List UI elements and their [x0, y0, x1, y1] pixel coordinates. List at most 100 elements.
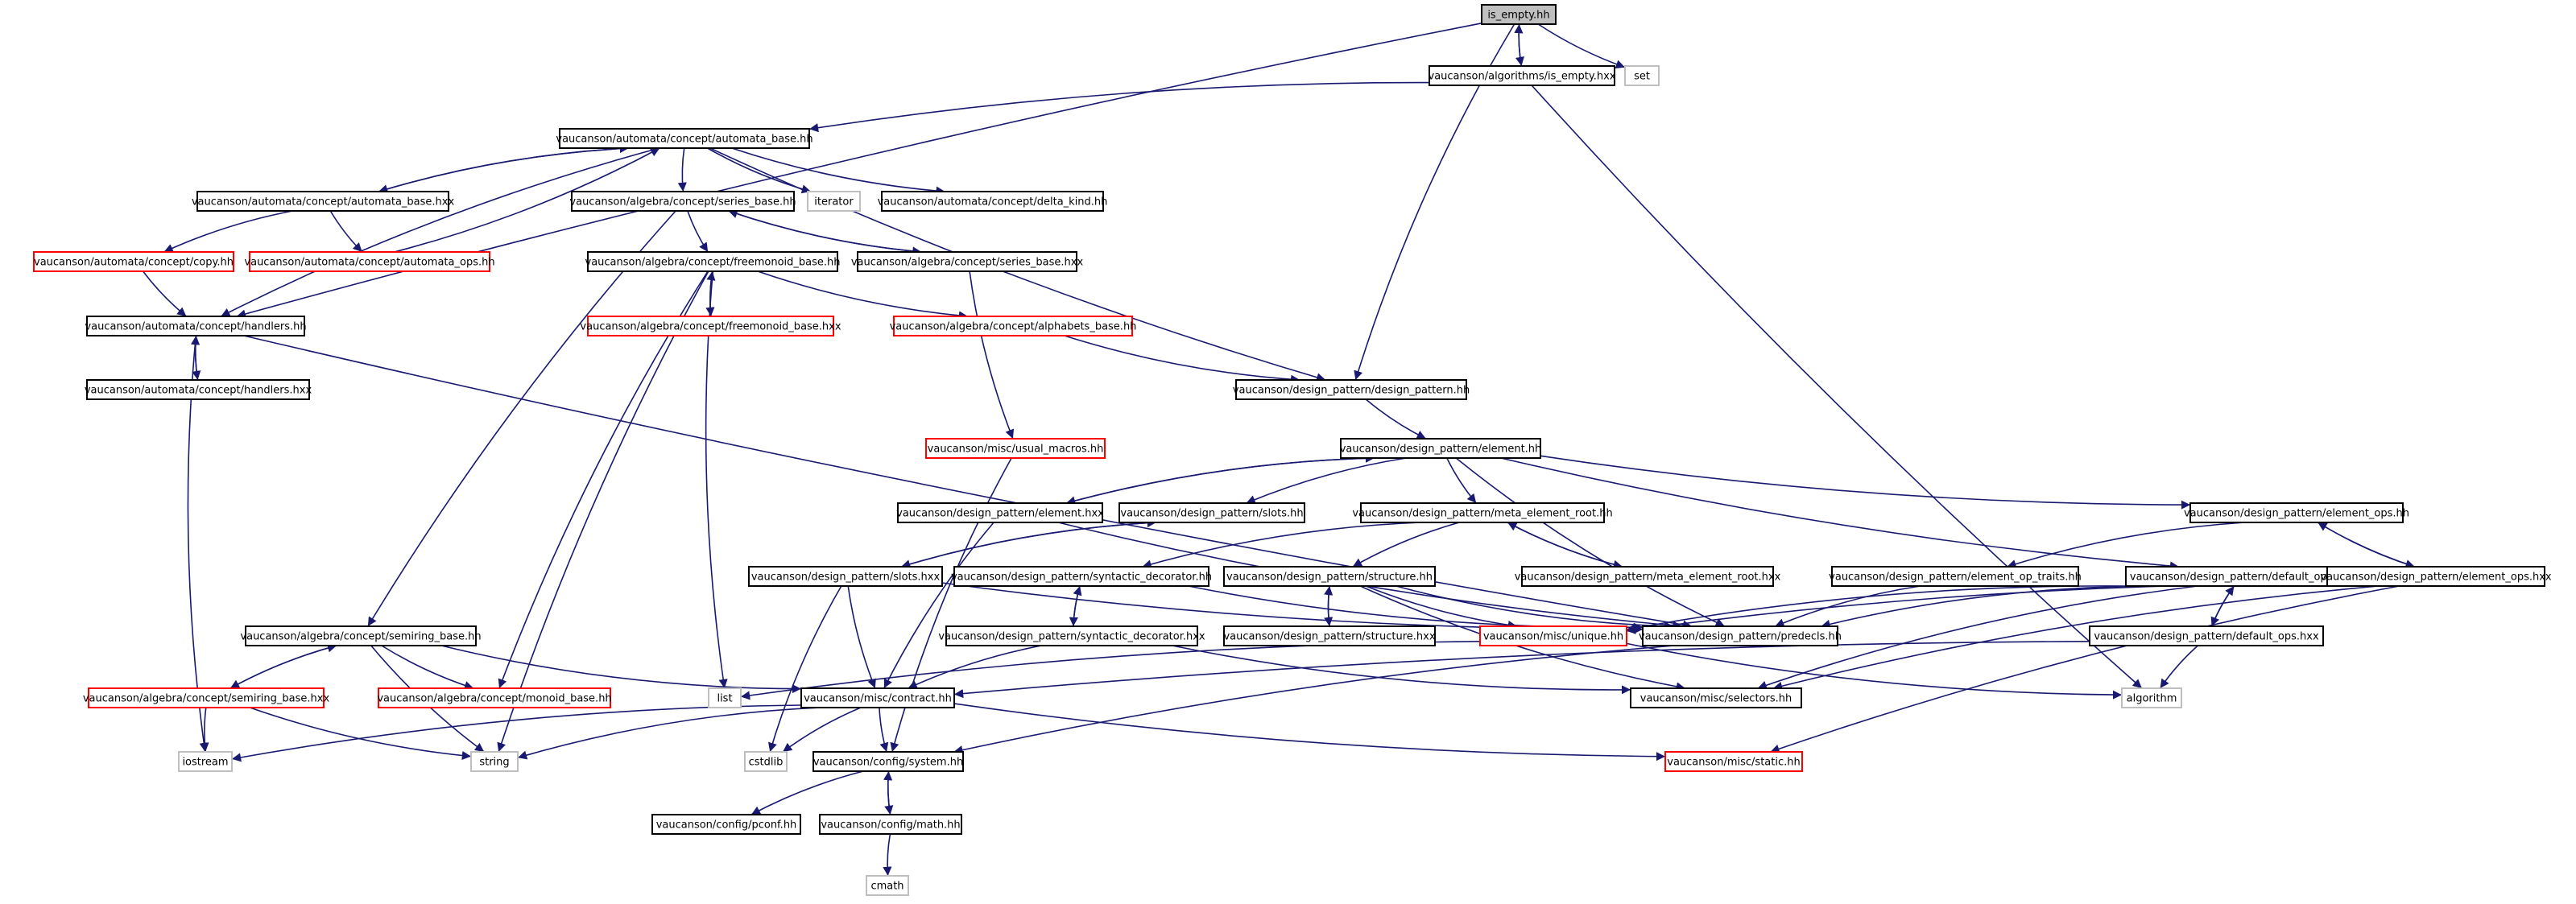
node-n30[interactable]: vaucanson/design_pattern/element_ops.hxx	[2320, 566, 2552, 587]
node-n9[interactable]: vaucanson/automata/concept/copy.hh	[33, 251, 234, 272]
edge-n24-n35	[941, 582, 1644, 634]
node-n26[interactable]: vaucanson/design_pattern/structure.hh	[1223, 566, 1436, 587]
node-label: vaucanson/design_pattern/element_ops.hh	[2184, 508, 2409, 520]
node-n35[interactable]: vaucanson/design_pattern/predecls.hh	[1639, 625, 1842, 646]
edge-n12-n18	[969, 270, 1015, 440]
node-label: vaucanson/design_pattern/element.hh	[1340, 444, 1542, 456]
node-n50: cmath	[866, 875, 909, 896]
node-box	[1223, 566, 1436, 587]
node-n45: cstdlib	[744, 751, 788, 772]
edge-n2-n4	[808, 81, 1430, 133]
nodes-layer: is_empty.hh vaucanson/algorithms/is_empty…	[33, 4, 2552, 896]
node-n34[interactable]: vaucanson/misc/unique.hh	[1479, 625, 1627, 646]
node-box	[1223, 625, 1436, 646]
node-n25[interactable]: vaucanson/design_pattern/syntactic_decor…	[951, 566, 1212, 587]
node-n20[interactable]: vaucanson/design_pattern/element.hxx	[896, 502, 1104, 523]
edge-n4-n8	[731, 147, 945, 196]
node-label: vaucanson/design_pattern/slots.hxx	[751, 572, 941, 584]
node-n28[interactable]: vaucanson/design_pattern/element_op_trai…	[1829, 566, 2082, 587]
node-label: vaucanson/automata/concept/automata_base…	[556, 134, 812, 146]
node-label: vaucanson/design_pattern/meta_element_ro…	[1515, 572, 1781, 584]
node-box	[1118, 502, 1305, 523]
node-n4[interactable]: vaucanson/automata/concept/automata_base…	[556, 128, 813, 149]
node-n15[interactable]: vaucanson/algebra/concept/alphabets_base…	[890, 316, 1137, 336]
node-label: algorithm	[2127, 693, 2177, 705]
node-n13[interactable]: vaucanson/automata/concept/handlers.hh	[85, 316, 307, 336]
node-n1[interactable]: is_empty.hh	[1481, 4, 1557, 25]
edge-n11-n44	[497, 270, 709, 753]
node-label: vaucanson/design_pattern/default_ops.hxx	[2094, 631, 2319, 643]
node-label: vaucanson/misc/usual_macros.hh	[928, 444, 1104, 456]
node-n14[interactable]: vaucanson/algebra/concept/freemonoid_bas…	[580, 316, 841, 336]
node-n36[interactable]: vaucanson/design_pattern/default_ops.hxx	[2089, 625, 2324, 646]
node-n21[interactable]: vaucanson/design_pattern/slots.hh	[1118, 502, 1305, 523]
node-n22[interactable]: vaucanson/design_pattern/meta_element_ro…	[1352, 502, 1613, 523]
node-n38[interactable]: vaucanson/algebra/concept/monoid_base.hh	[377, 687, 612, 708]
edge-n32-n41	[1172, 645, 1631, 695]
node-n11[interactable]: vaucanson/algebra/concept/freemonoid_bas…	[585, 251, 841, 272]
edge-n4-n5	[378, 147, 629, 194]
edge-n30-n34	[1626, 583, 2328, 634]
edge-n46-n48	[750, 770, 864, 815]
node-n46[interactable]: vaucanson/config/system.hh	[812, 751, 964, 772]
node-box	[897, 502, 1103, 523]
node-label: vaucanson/config/pconf.hh	[656, 819, 797, 832]
node-n27[interactable]: vaucanson/design_pattern/meta_element_ro…	[1515, 566, 1781, 587]
edge-n24-n40	[847, 585, 876, 689]
node-box	[587, 316, 834, 336]
node-n7: iterator	[807, 191, 861, 212]
edge-n4-n17	[709, 147, 1326, 382]
node-box	[88, 687, 325, 708]
node-n41[interactable]: vaucanson/misc/selectors.hh	[1630, 687, 1802, 708]
node-n24[interactable]: vaucanson/design_pattern/slots.hxx	[748, 566, 943, 587]
edge-n1-n3	[1537, 23, 1626, 69]
node-label: vaucanson/algebra/concept/series_base.hx…	[851, 257, 1084, 269]
node-box	[178, 751, 233, 772]
node-label: vaucanson/design_pattern/slots.hh	[1120, 508, 1303, 520]
edge-n40-n46	[879, 707, 889, 753]
node-n40[interactable]: vaucanson/misc/contract.hh	[800, 687, 955, 708]
node-label: vaucanson/automata/concept/copy.hh	[34, 257, 234, 269]
node-n23[interactable]: vaucanson/design_pattern/element_ops.hh	[2184, 502, 2409, 523]
node-n32[interactable]: vaucanson/design_pattern/syntactic_decor…	[938, 625, 1205, 646]
node-n10[interactable]: vaucanson/automata/concept/automata_ops.…	[244, 251, 495, 272]
edge-n17-n19	[1365, 398, 1427, 440]
node-box	[2121, 687, 2182, 708]
edge-n2-n42	[1531, 85, 2143, 689]
edge-n36-n29	[2210, 585, 2235, 627]
node-box	[86, 379, 310, 400]
edge-n11-n15	[757, 270, 969, 320]
node-label: vaucanson/design_pattern/element_ops.hxx	[2320, 572, 2552, 584]
node-n37[interactable]: vaucanson/algebra/concept/semiring_base.…	[83, 687, 330, 708]
edge-n19-n35	[1455, 457, 1726, 627]
node-n18[interactable]: vaucanson/misc/usual_macros.hh	[925, 438, 1106, 459]
node-n17[interactable]: vaucanson/design_pattern/design_pattern.…	[1233, 379, 1470, 400]
edge-n23-n30	[2317, 522, 2415, 568]
node-n48[interactable]: vaucanson/config/pconf.hh	[651, 814, 801, 835]
edge-n20-n40	[883, 522, 994, 689]
edge-n24-n21	[900, 518, 1156, 568]
node-box	[2326, 566, 2545, 587]
node-n5[interactable]: vaucanson/automata/concept/automata_base…	[192, 191, 455, 212]
node-n19[interactable]: vaucanson/design_pattern/element.hh	[1340, 438, 1542, 459]
node-n33[interactable]: vaucanson/design_pattern/structure.hxx	[1223, 625, 1436, 646]
node-label: vaucanson/algebra/concept/alphabets_base…	[890, 321, 1137, 333]
edge-n19-n21	[1246, 457, 1407, 504]
node-n16[interactable]: vaucanson/automata/concept/handlers.hxx	[85, 379, 312, 400]
node-n12[interactable]: vaucanson/algebra/concept/series_base.hx…	[851, 251, 1084, 272]
node-n8[interactable]: vaucanson/automata/concept/delta_kind.hh	[878, 191, 1108, 212]
node-box	[925, 438, 1106, 459]
node-box	[587, 251, 838, 272]
node-n47[interactable]: vaucanson/misc/static.hh	[1664, 751, 1803, 772]
node-n44: string	[470, 751, 519, 772]
node-n31[interactable]: vaucanson/algebra/concept/semiring_base.…	[240, 625, 482, 646]
node-label: vaucanson/misc/selectors.hh	[1640, 693, 1792, 705]
node-box	[1630, 687, 1802, 708]
node-n29[interactable]: vaucanson/design_pattern/default_ops.hh	[2125, 566, 2354, 587]
node-n6[interactable]: vaucanson/algebra/concept/series_base.hh	[569, 191, 796, 212]
node-label: vaucanson/automata/concept/handlers.hxx	[85, 385, 312, 397]
node-n49[interactable]: vaucanson/config/math.hh	[819, 814, 962, 835]
node-box	[1479, 625, 1627, 646]
node-n2[interactable]: vaucanson/algorithms/is_empty.hxx	[1429, 65, 1616, 86]
node-box	[857, 251, 1077, 272]
